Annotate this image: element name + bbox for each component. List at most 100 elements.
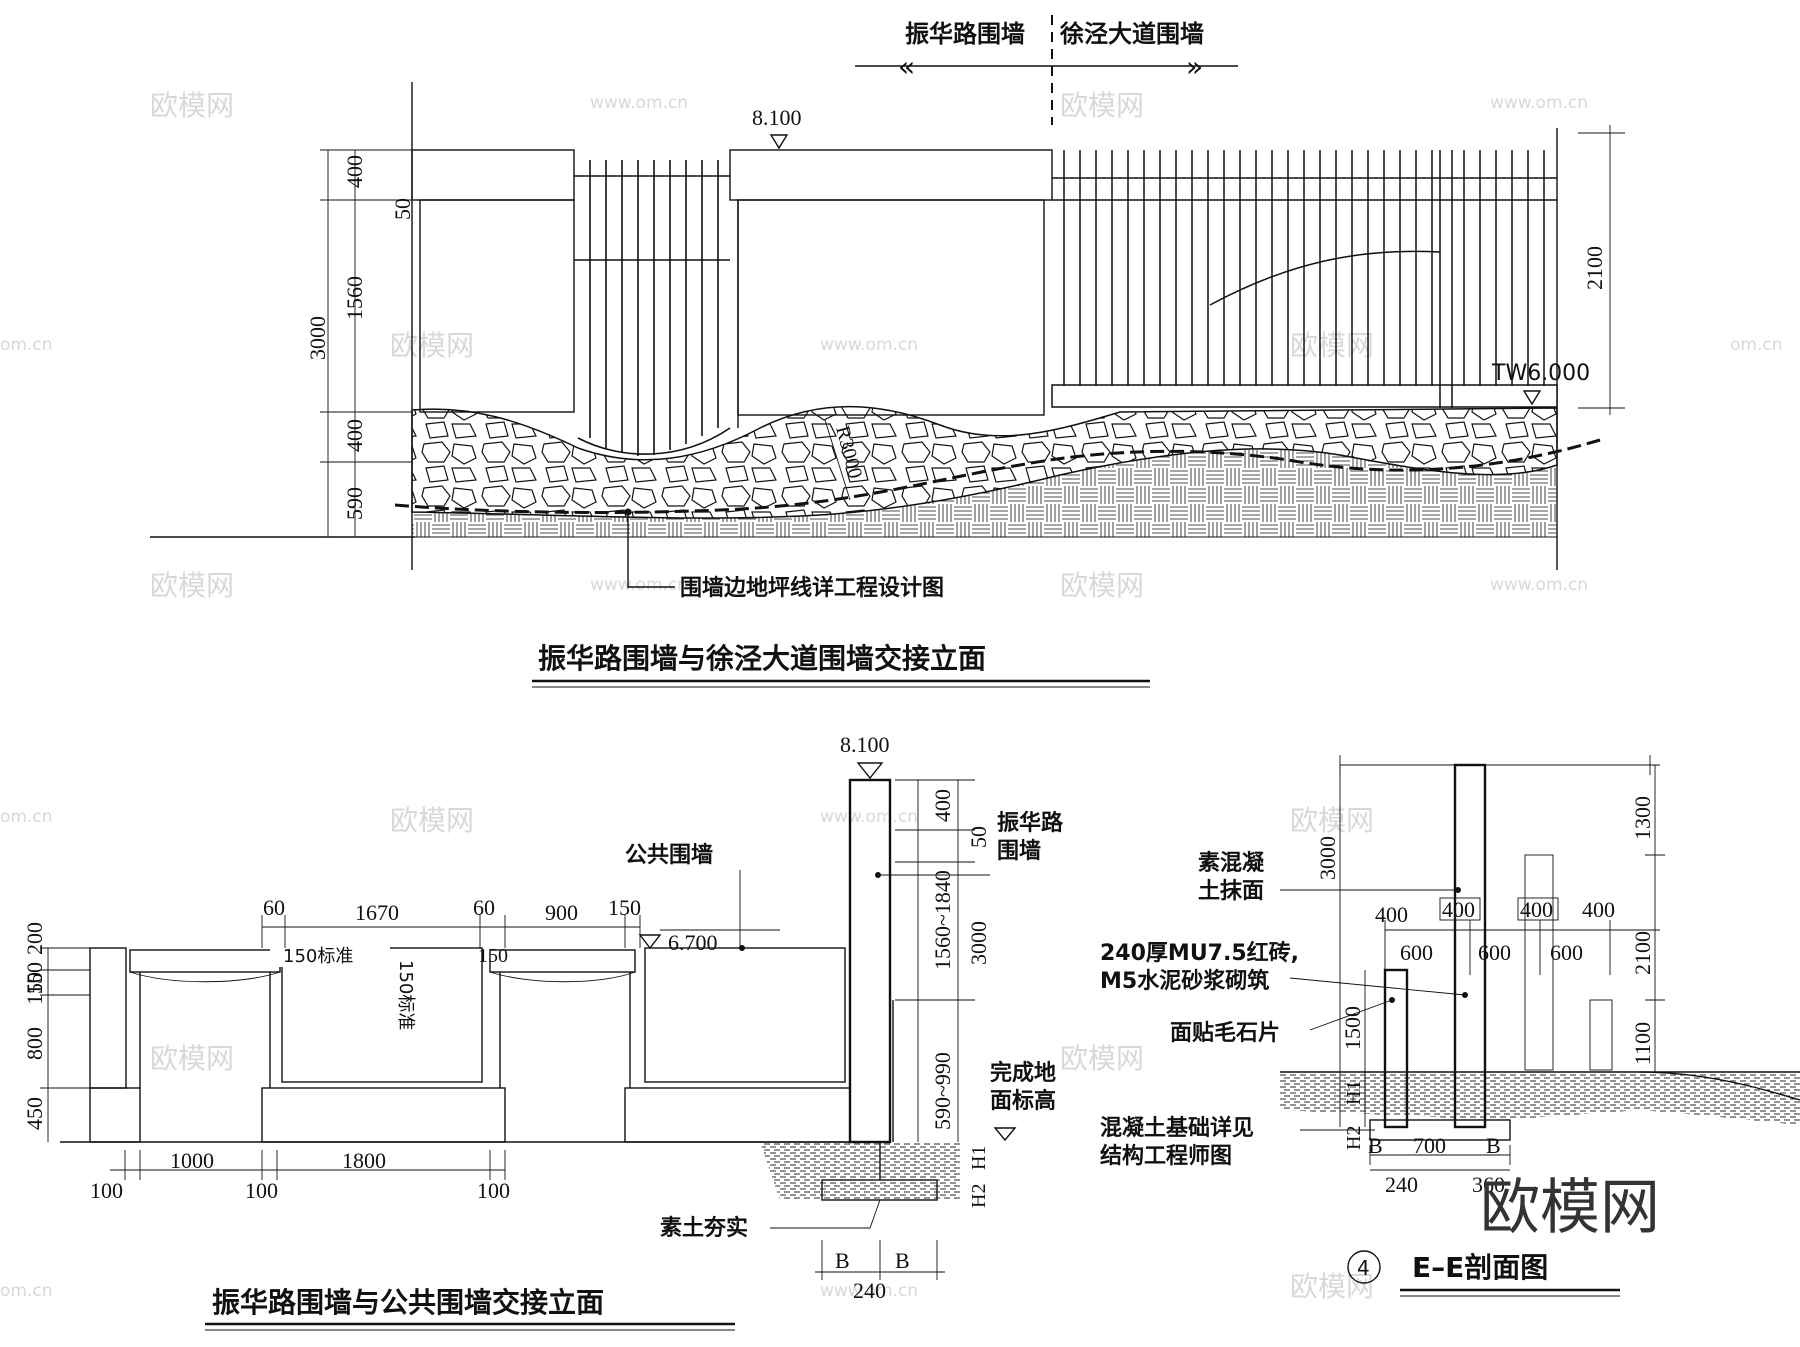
watermark-site: om.cn [0,335,53,355]
elevation-marker [769,134,789,150]
dim-600: 600 [1400,940,1433,965]
watermark-site: www.om.cn [820,1281,918,1301]
radius-leader [824,419,851,501]
dim-3000: 3000 [966,921,991,965]
watermark-site: www.om.cn [1490,93,1588,113]
compacted-soil [760,1142,960,1200]
section-number-circle [1347,1250,1381,1284]
label-150-standard: 150标准 [283,946,353,967]
wall-cap [729,149,1053,201]
label-plaster-1: 素混凝 [1198,850,1265,876]
watermark-logo: 欧模网 [1290,329,1374,362]
fence-bars [1063,150,1545,386]
dim-1670: 1670 [355,900,399,925]
dim-700: 700 [1413,1133,1446,1158]
watermark-logo: 欧模网 [150,569,234,602]
section-ee: 400 400 400 400 600 600 600 3000 1500 H2… [1100,755,1800,1297]
brand-mark: 欧模网 [1480,1173,1660,1243]
label-finish-1: 完成地 [990,1060,1056,1086]
watermark-site: www.om.cn [1490,575,1588,595]
label-zhenhua-1: 振华路 [997,810,1064,836]
boundary-right-label: 徐泾大道围墙 [1059,20,1204,48]
top-dimension-chain: 60 1670 60 900 150 [261,895,641,948]
dim-2100: 2100 [1582,246,1607,290]
dim-60: 60 [473,895,495,920]
dim-400: 400 [1375,902,1408,927]
column-dimension-chain: 400 50 1560~1840 3000 590~990 H2 H1 [895,779,991,1208]
zhenhua-column [849,779,891,1143]
left-dimension-chain: 200 150 150 800 450 [22,922,90,1142]
watermark-logo: 欧模网 [1060,569,1144,602]
dim-1300: 1300 [1630,796,1655,840]
section-brick-wall [1383,968,1409,1129]
foot-dimension-chain: B B 240 [815,1240,945,1303]
dim-590: 590 [342,487,367,520]
dim-1000: 1000 [170,1148,214,1173]
beam-arch [129,971,281,983]
watermark-logo: 欧模网 [1060,1042,1144,1075]
watermark-site: www.om.cn [820,807,918,827]
section-ee-title: E–E剖面图 [1412,1251,1548,1284]
pier-cap [411,149,575,201]
leader-line [627,512,675,588]
arrow-left-icon: « [898,50,915,83]
left-dimension-chain: 400 50 1560 3000 400 590 [305,149,415,538]
dim-400: 400 [1520,897,1553,922]
watermark-layer: 欧模网 www.om.cn 欧模网 www.om.cn om.cn 欧模网 ww… [0,89,1783,1303]
label-plaster-2: 土抹面 [1198,879,1264,904]
dim-200: 200 [22,922,47,955]
dim-360: 360 [1472,1172,1505,1197]
dim-800: 800 [22,1027,47,1060]
dim-240: 240 [853,1278,886,1303]
watermark-logo: 欧模网 [1060,89,1144,122]
dim-150: 150 [608,895,641,920]
label-brick-1: 240厚MU7.5红砖, [1100,940,1299,966]
dim-400: 400 [342,155,367,188]
dim-150: 150 [22,962,47,995]
bottom-dimension-chain: 1000 1800 100 100 100 [90,1148,510,1203]
dim-1500: 1500 [1340,1006,1365,1050]
dim-240: 240 [1385,1172,1418,1197]
dim-100: 100 [90,1178,123,1203]
dim-600: 600 [1550,940,1583,965]
label-finish-2: 面标高 [990,1088,1056,1114]
dim-1100: 1100 [1630,1022,1655,1065]
label-zhenhua-2: 围墙 [997,839,1041,864]
grid-panel [644,947,846,1083]
dim-100: 100 [245,1178,278,1203]
watermark-site: om.cn [0,807,53,827]
arrow-right-icon: » [1186,50,1203,83]
watermark-logo: 欧模网 [390,329,474,362]
watermark-site: www.om.cn [590,93,688,113]
watermark-logo: 欧模网 [150,1042,234,1075]
watermark-site: om.cn [0,1281,53,1301]
elevation-marker [856,762,884,780]
dim-3000: 3000 [1315,836,1340,880]
elev-tw-label: TW6.000 [1491,361,1590,386]
label-found-1: 混凝土基础详见 [1100,1115,1254,1141]
watermark-logo: 欧模网 [150,89,234,122]
elev-mid-label: 6.700 [668,930,718,955]
dim-400: 400 [342,419,367,452]
ground-note: 围墙边地坪线详工程设计图 [680,575,944,601]
label-public-wall: 公共围墙 [625,843,713,868]
dim-h1: H1 [968,1146,990,1170]
dim-b: B [895,1248,910,1273]
dim-100: 100 [477,1178,510,1203]
label-150-standard: 150标准 [395,960,416,1030]
dim-590-990: 590~990 [930,1052,955,1130]
bottom-left-title: 振华路围墙与公共围墙交接立面 [212,1286,604,1319]
dim-400: 400 [930,789,955,822]
pier-body [419,199,575,413]
dim-600: 600 [1478,940,1511,965]
right-dimension: 2100 [1578,125,1625,415]
dim-150: 150 [478,945,508,967]
label-brick-2: M5水泥砂浆砌筑 [1100,968,1269,994]
dim-400: 400 [1442,897,1475,922]
section-number: 4 [1357,1256,1370,1280]
dim-50: 50 [966,826,991,848]
brick-base [261,1087,506,1143]
dim-h1: H1 [1343,1081,1365,1105]
watermark-site: www.om.cn [820,335,918,355]
